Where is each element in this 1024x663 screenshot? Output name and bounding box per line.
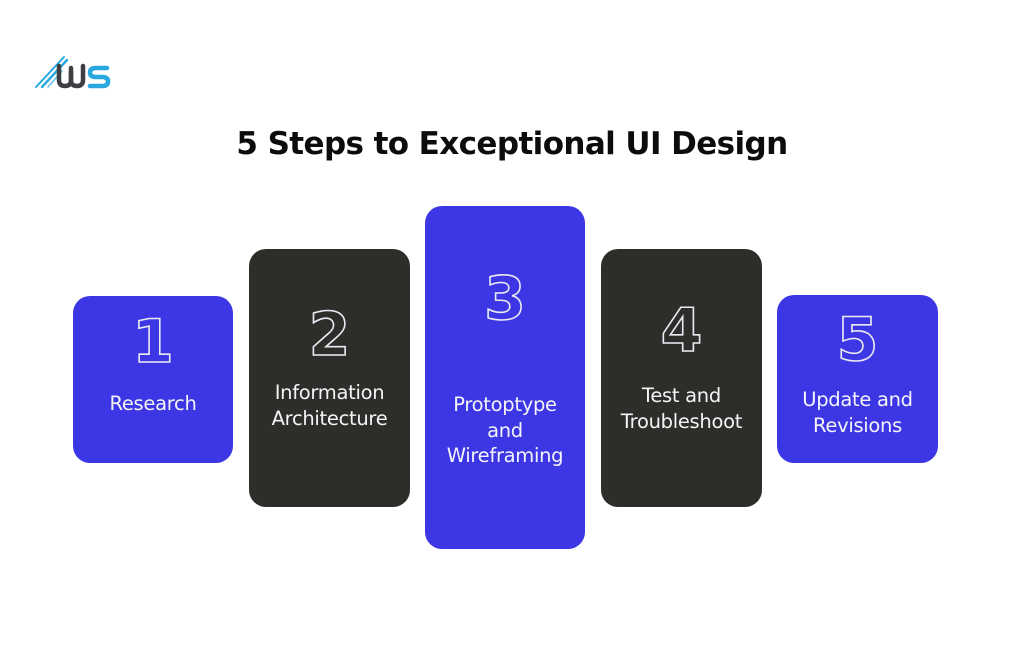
step-number: 2 [308, 300, 351, 370]
step-card-test-troubleshoot: 4 Test and Troubleshoot [601, 249, 762, 507]
step-label: Test and Troubleshoot [620, 384, 743, 433]
step-label: Update and Revisions [802, 388, 913, 437]
step-label: Information Architecture [271, 381, 388, 430]
step-number: 3 [483, 264, 526, 334]
step-card-prototype-wireframing: 3 Protoptype and Wireframing [425, 206, 585, 549]
step-card-research: 1 Research [73, 296, 233, 463]
page-title: 5 Steps to Exceptional UI Design [236, 126, 788, 162]
step-number: 1 [131, 307, 174, 377]
step-label: Protoptype and Wireframing [446, 393, 564, 467]
ws-logo-icon [35, 56, 111, 89]
ws-logo [34, 52, 114, 92]
step-number: 4 [660, 296, 703, 366]
step-card-update-revisions: 5 Update and Revisions [777, 295, 938, 463]
step-card-information-architecture: 2 Information Architecture [249, 249, 410, 507]
step-label: Research [109, 392, 197, 415]
step-number: 5 [836, 305, 879, 375]
